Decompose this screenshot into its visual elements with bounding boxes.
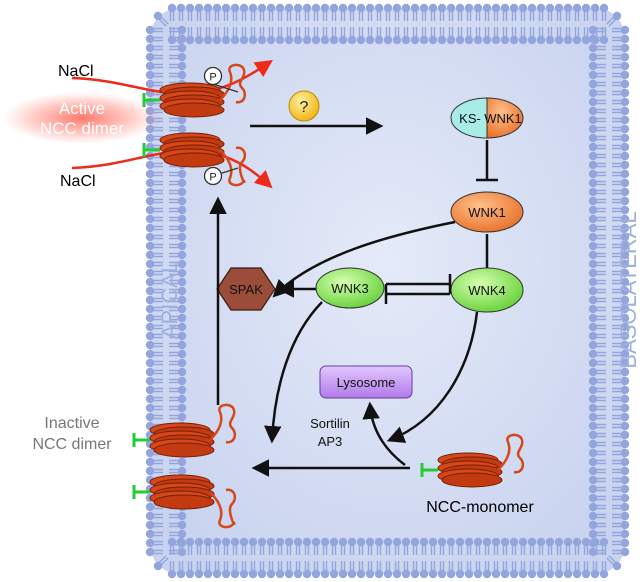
apical-label: APICAL <box>157 261 182 339</box>
active-ncc-protein-top <box>142 63 247 118</box>
phospho-marker-top: P <box>203 66 239 93</box>
inactive-label-line1: Inactive <box>44 415 99 432</box>
sortilin-label: Sortilin <box>310 416 350 431</box>
spak-node: SPAK <box>216 267 276 311</box>
active-label-line2: NCC dimer <box>40 119 124 138</box>
basolateral-label: BASOLATERAL <box>616 211 640 368</box>
wnk1-label: WNK1 <box>468 205 506 220</box>
question-label: ? <box>300 99 309 116</box>
inactive-ncc-protein-top <box>132 403 237 458</box>
ncc-monomer-protein <box>420 433 525 488</box>
monomer-to-lysosome-arrow <box>362 401 406 466</box>
wnk4-to-lysosome-arrow <box>386 311 479 443</box>
wnk3-node: WNK3 <box>315 267 385 309</box>
wnk3-wnk4-inhibition <box>384 274 452 304</box>
ks-wnk1-node: KS- WNK1 <box>450 97 524 139</box>
wnk3-label: WNK3 <box>331 281 369 296</box>
active-label-line1: Active <box>59 99 105 118</box>
ncc-monomer-label: NCC-monomer <box>426 499 534 516</box>
ks-label: KS- <box>459 111 481 126</box>
inactive-label-line2: NCC dimer <box>32 436 112 453</box>
phospho-marker-bottom: P <box>203 166 239 186</box>
wnk4-node: WNK4 <box>450 267 524 313</box>
wnk3-to-inactive-ncc-arrow <box>264 301 323 444</box>
inactive-ncc-protein-bottom <box>132 474 237 529</box>
unknown-factor-node: ? <box>288 90 320 122</box>
phospho-label-top: P <box>209 72 216 84</box>
lysosome-node: Lysosome <box>319 365 413 399</box>
lysosome-label: Lysosome <box>337 375 396 390</box>
phospho-label-bottom: P <box>209 172 216 184</box>
spak-label: SPAK <box>229 282 263 297</box>
ks-wnk1-label: WNK1 <box>484 111 522 126</box>
ap3-label: AP3 <box>318 434 343 449</box>
wnk4-label: WNK4 <box>468 283 506 298</box>
active-glow <box>2 92 162 144</box>
nacl-label-top: NaCl <box>58 63 94 80</box>
wnk1-node: WNK1 <box>450 191 524 233</box>
nacl-label-bottom: NaCl <box>60 173 96 190</box>
active-ncc-protein-bottom <box>142 132 247 187</box>
